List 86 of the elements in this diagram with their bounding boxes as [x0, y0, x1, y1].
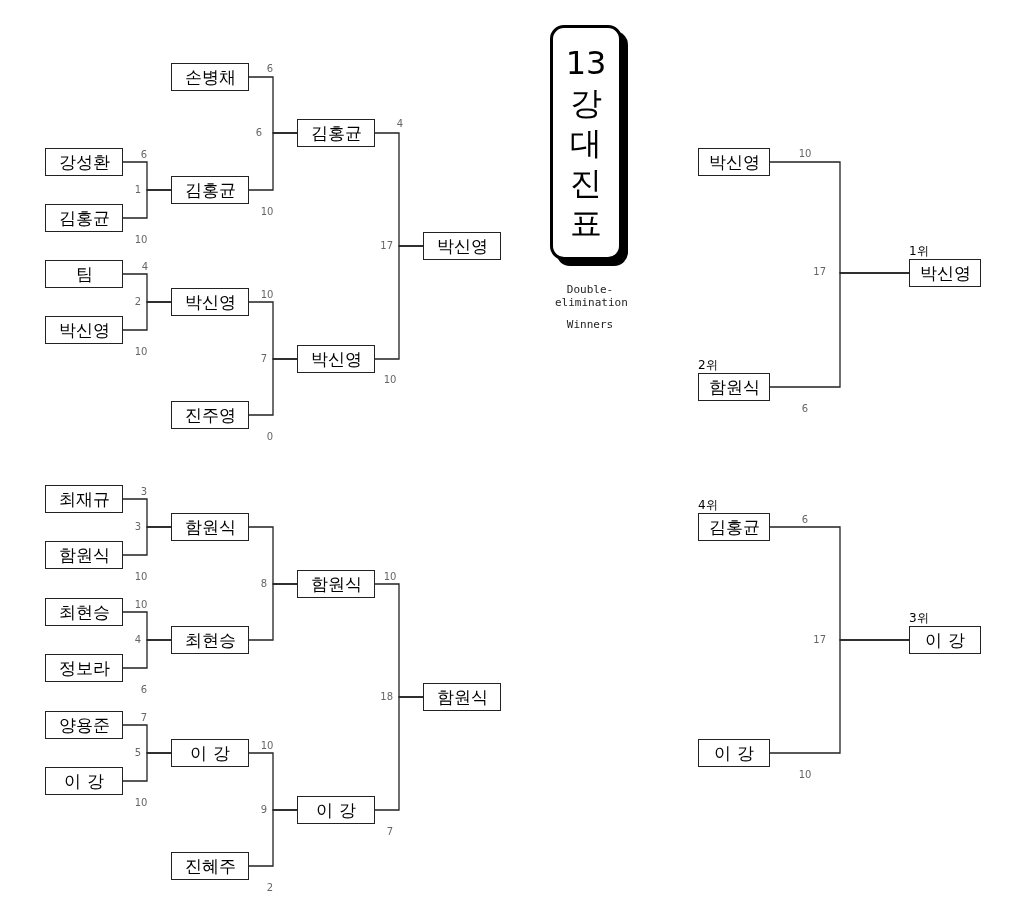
- player-box: 진혜주: [171, 852, 249, 880]
- score-label: 10: [134, 571, 148, 583]
- bracket-line: [248, 132, 298, 191]
- player-box: 함원식: [45, 541, 123, 569]
- bracket-line: [122, 301, 172, 331]
- score-label: 0: [266, 431, 274, 443]
- player-box: 최현승: [171, 626, 249, 654]
- score-label: 10: [134, 346, 148, 358]
- match-number: 9: [260, 804, 267, 816]
- bracket-line: [248, 809, 298, 867]
- player-box: 함원식: [171, 513, 249, 541]
- bracket-line: [769, 272, 910, 388]
- score-label: 7: [386, 826, 394, 838]
- bracket-line: [248, 358, 298, 416]
- player-box: 최재규: [45, 485, 123, 513]
- score-label: 6: [140, 684, 148, 696]
- score-label: 10: [134, 797, 148, 809]
- note-text: Winners: [565, 318, 615, 331]
- player-box: 김홍균: [171, 176, 249, 204]
- score-label: 10: [260, 206, 274, 218]
- score-label: 3: [140, 486, 148, 498]
- score-label: 6: [801, 514, 809, 526]
- player-box: 함원식: [698, 373, 770, 401]
- player-box: 양용준: [45, 711, 123, 739]
- player-box: 함원식: [297, 570, 375, 598]
- player-box: 팀: [45, 260, 123, 288]
- match-number: 7: [260, 353, 267, 365]
- player-box: 김홍균: [297, 119, 375, 147]
- score-label: 7: [140, 712, 148, 724]
- match-number: 17: [813, 634, 826, 646]
- player-box: 함원식: [423, 683, 501, 711]
- player-box: 박신영: [698, 148, 770, 176]
- player-box: 강성환: [45, 148, 123, 176]
- rank-label: 4위: [698, 498, 718, 512]
- bracket-line: [122, 526, 172, 556]
- player-box: 진주영: [171, 401, 249, 429]
- match-number: 8: [260, 578, 267, 590]
- player-box: 손병채: [171, 63, 249, 91]
- match-number: 4: [134, 634, 141, 646]
- player-box: 정보라: [45, 654, 123, 682]
- player-box: 박신영: [909, 259, 981, 287]
- score-label: 10: [260, 740, 274, 752]
- player-box: 이 강: [698, 739, 770, 767]
- match-number: 1: [134, 184, 141, 196]
- bracket-line: [122, 189, 172, 219]
- player-box: 이 강: [909, 626, 981, 654]
- match-number: 17: [380, 240, 393, 252]
- player-box: 박신영: [45, 316, 123, 344]
- rank-label: 1위: [909, 244, 929, 258]
- rank-label: 3위: [909, 611, 929, 625]
- bracket-line: [769, 639, 910, 754]
- player-box: 김홍균: [45, 204, 123, 232]
- match-number: 3: [134, 521, 141, 533]
- rank-label: 2위: [698, 358, 718, 372]
- match-number: 6: [255, 127, 262, 139]
- bracket-line: [374, 696, 424, 811]
- match-number: 18: [380, 691, 393, 703]
- score-label: 6: [801, 403, 809, 415]
- score-label: 4: [141, 261, 149, 273]
- score-label: 4: [396, 118, 404, 130]
- score-label: 10: [798, 148, 812, 160]
- player-box: 박신영: [297, 345, 375, 373]
- player-box: 최현승: [45, 598, 123, 626]
- score-label: 10: [383, 374, 397, 386]
- bracket-line: [122, 752, 172, 782]
- score-label: 10: [134, 234, 148, 246]
- score-label: 10: [383, 571, 397, 583]
- match-number: 17: [813, 266, 826, 278]
- match-number: 2: [134, 296, 141, 308]
- score-label: 6: [140, 149, 148, 161]
- player-box: 김홍균: [698, 513, 770, 541]
- player-box: 이 강: [45, 767, 123, 795]
- score-label: 6: [266, 63, 274, 75]
- player-box: 이 강: [171, 739, 249, 767]
- bracket-line: [122, 639, 172, 669]
- score-label: 10: [798, 769, 812, 781]
- note-text: Double-elimination: [555, 283, 625, 309]
- match-number: 5: [134, 747, 141, 759]
- score-label: 10: [134, 599, 148, 611]
- score-label: 10: [260, 289, 274, 301]
- player-box: 박신영: [423, 232, 501, 260]
- score-label: 2: [266, 882, 274, 894]
- player-box: 이 강: [297, 796, 375, 824]
- bracket-line: [374, 245, 424, 360]
- player-box: 박신영: [171, 288, 249, 316]
- bracket-line: [248, 583, 298, 641]
